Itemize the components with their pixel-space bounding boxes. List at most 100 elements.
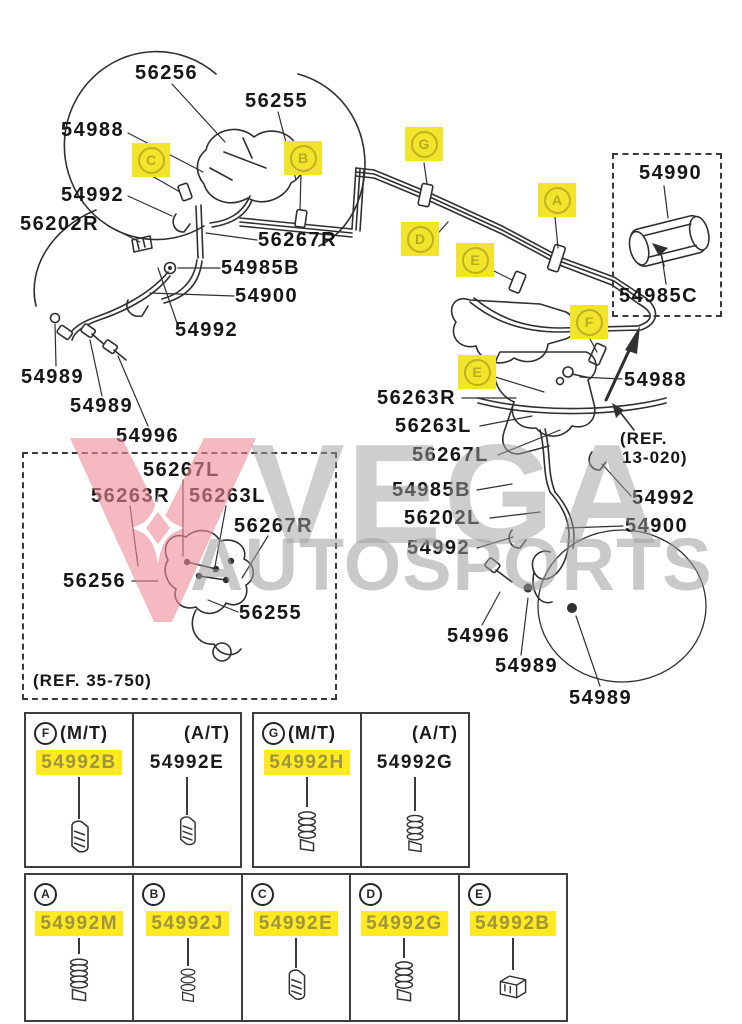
legend-cell: (A/T) 54992G bbox=[360, 714, 468, 866]
part-label: 54985B bbox=[221, 257, 301, 279]
callout-badge: G bbox=[405, 127, 443, 161]
callout-letter: G bbox=[410, 130, 438, 158]
rear-line-strip bbox=[477, 397, 667, 415]
clip-part-icon bbox=[288, 969, 306, 1000]
valve-ref-box bbox=[612, 153, 722, 317]
callout-letter: E bbox=[461, 246, 489, 274]
part-label: 54985C bbox=[619, 285, 699, 307]
circled-letter: E bbox=[467, 882, 491, 906]
part-label: 56263L bbox=[395, 415, 472, 437]
clip-b bbox=[294, 208, 308, 229]
clip-part-icon bbox=[71, 820, 89, 853]
legend-panel-g: G (M/T) 54992H (A/T) 54992G bbox=[252, 712, 470, 868]
front-left-hose bbox=[67, 271, 171, 341]
part-label: 54992 bbox=[407, 537, 471, 559]
callout-badge: E bbox=[458, 355, 496, 389]
part-number: 54992M bbox=[35, 911, 124, 936]
part-label: 54900 bbox=[235, 285, 299, 307]
circled-letter: D bbox=[359, 882, 383, 906]
clip-e bbox=[508, 270, 527, 294]
legend-cell: D 54992G bbox=[349, 875, 457, 1020]
part-label: 56202L bbox=[404, 507, 481, 529]
clip-c bbox=[177, 182, 193, 202]
part-label: 56267L bbox=[412, 444, 489, 466]
part-number: 54992B bbox=[470, 911, 556, 936]
coil-part-icon bbox=[180, 968, 196, 1003]
ref-note: 13-020) bbox=[622, 448, 688, 467]
clip-f bbox=[588, 342, 607, 366]
part-number: 54992E bbox=[253, 911, 339, 936]
clip-part-icon bbox=[499, 975, 527, 999]
part-label: 54990 bbox=[639, 162, 703, 184]
legend-panel-ae: A 54992M B 54992J C 54992E bbox=[24, 873, 568, 1022]
ref-note: (REF. 35-750) bbox=[33, 671, 152, 690]
part-label: 54989 bbox=[21, 366, 85, 388]
callout-badge: D bbox=[401, 222, 439, 256]
part-label: 56256 bbox=[135, 62, 199, 84]
direction-arrow bbox=[625, 326, 640, 354]
legend-cell: G (M/T) 54992H bbox=[254, 714, 360, 866]
part-label: 56202R bbox=[20, 213, 100, 235]
legend-panel-f: F (M/T) 54992B (A/T) 54992E bbox=[24, 712, 242, 868]
circled-letter: C bbox=[250, 882, 274, 906]
part-label: 54992 bbox=[632, 487, 696, 509]
callout-badge: E bbox=[456, 243, 494, 277]
part-label: 56263R bbox=[91, 485, 171, 507]
circled-letter: A bbox=[34, 882, 57, 906]
callout-badge: F bbox=[570, 305, 608, 339]
part-number: 54992B bbox=[36, 750, 122, 775]
coil-part-icon bbox=[406, 814, 424, 853]
clip-part-icon bbox=[179, 816, 196, 846]
part-label: 54988 bbox=[624, 369, 688, 391]
legend-cell: B 54992J bbox=[132, 875, 240, 1020]
callout-letter: C bbox=[137, 146, 165, 174]
legend-cell: F (M/T) 54992B bbox=[26, 714, 132, 866]
master-cylinder bbox=[196, 128, 305, 204]
callout-letter: E bbox=[463, 358, 491, 386]
clip-a bbox=[546, 243, 567, 273]
part-label: 54989 bbox=[569, 687, 633, 709]
part-label: 56267L bbox=[143, 459, 220, 481]
part-label: 56263L bbox=[189, 485, 266, 507]
legend-cell: A 54992M bbox=[26, 875, 132, 1020]
part-label: 56255 bbox=[239, 602, 303, 624]
callout-badge: A bbox=[538, 183, 576, 217]
circled-letter: B bbox=[142, 882, 166, 906]
coil-part-icon bbox=[395, 961, 414, 1002]
part-number: 54992E bbox=[149, 752, 225, 773]
part-label: 54989 bbox=[495, 655, 559, 677]
transmission-variant: (A/T) bbox=[184, 722, 230, 743]
part-number: 54992J bbox=[146, 911, 229, 936]
legend-cell: C 54992E bbox=[240, 875, 349, 1020]
rear-hose-loop bbox=[531, 491, 575, 580]
part-label: 54992 bbox=[175, 319, 239, 341]
callout-badge: B bbox=[284, 141, 322, 175]
part-label: 56255 bbox=[245, 90, 309, 112]
valve-54990 bbox=[628, 214, 710, 268]
callout-badge: C bbox=[132, 143, 170, 177]
coil-part-icon bbox=[70, 958, 89, 1002]
junction-block bbox=[450, 297, 577, 364]
legend-cell: (A/T) 54992E bbox=[132, 714, 240, 866]
ref-note: (REF. bbox=[620, 429, 668, 448]
part-label: 54996 bbox=[447, 625, 511, 647]
transmission-variant: (A/T) bbox=[412, 722, 458, 743]
transmission-variant: (M/T) bbox=[288, 722, 336, 743]
coil-part-icon bbox=[297, 811, 317, 852]
circled-letter: F bbox=[34, 721, 57, 745]
part-number: 54992H bbox=[264, 750, 350, 775]
part-label: 54985B bbox=[392, 479, 472, 501]
part-label: 56256 bbox=[63, 570, 127, 592]
circled-letter: G bbox=[262, 721, 285, 745]
callout-letter: A bbox=[543, 186, 571, 214]
part-label: 54992 bbox=[61, 184, 125, 206]
screw-54985c bbox=[652, 243, 668, 256]
transmission-variant: (M/T) bbox=[60, 722, 108, 743]
part-number: 54992G bbox=[376, 752, 454, 773]
callout-letter: B bbox=[289, 144, 317, 172]
clip-g bbox=[417, 182, 434, 208]
part-label: 56263R bbox=[377, 387, 457, 409]
callout-letter: D bbox=[406, 225, 434, 253]
booster-outline bbox=[63, 50, 217, 241]
